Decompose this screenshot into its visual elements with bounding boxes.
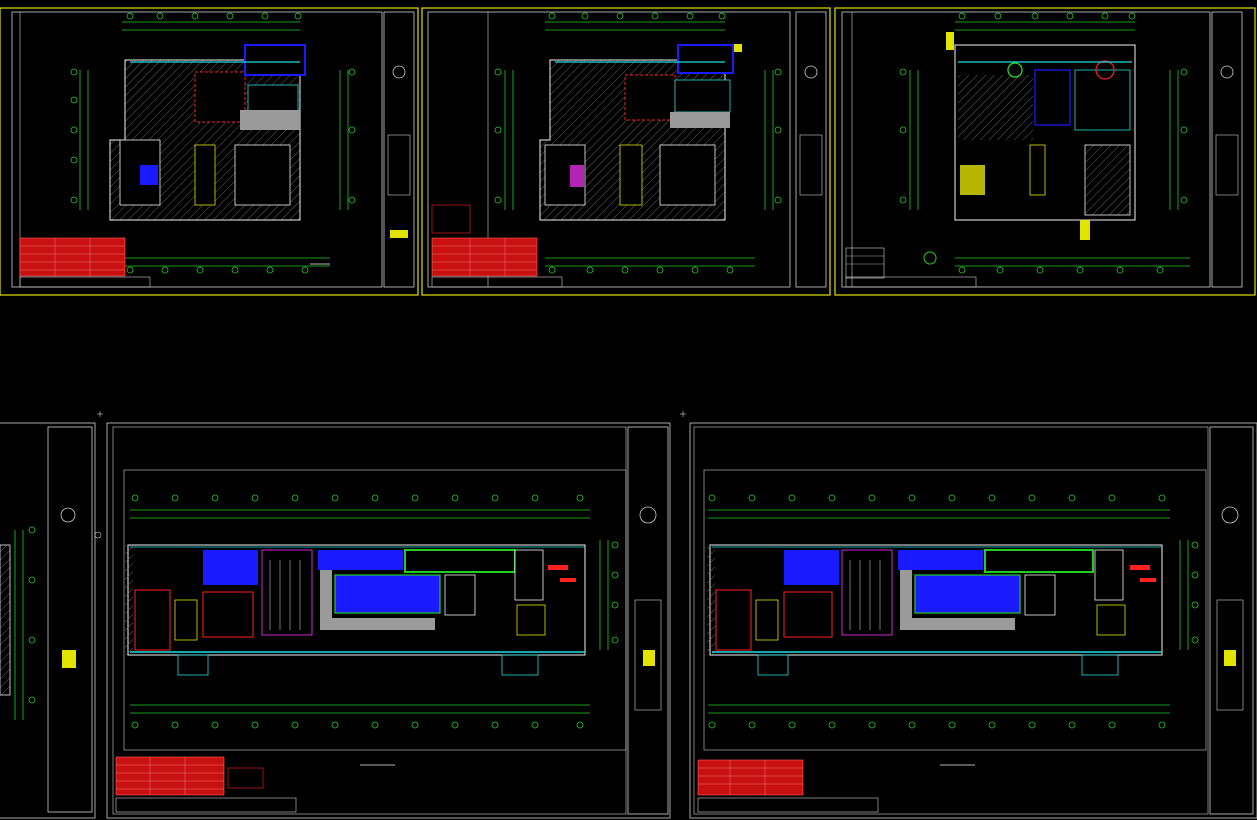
sheet-4-legend-table [115,756,264,796]
sheet-4-dimension-grid [130,494,619,729]
cursor-marks [97,411,686,417]
sheet-1-legend-table [19,237,126,277]
sheet-5-dimension-grid [708,494,1199,729]
sheet-2-border [421,7,831,296]
sheet-2-title-block [795,11,827,288]
sheet-1-title-block [383,11,415,288]
sheet-4-floor-plan [125,544,586,676]
sheet-1-floor-plan [109,44,306,221]
sheet-4[interactable] [94,422,671,819]
sheet-2-logo-icon [804,65,818,79]
sheet-4-border [106,422,671,819]
sheet-3-legend-table [845,247,885,279]
sheet-2[interactable] [421,7,831,296]
sheet-partial-left[interactable] [0,422,96,819]
sheet-1-border [0,7,419,296]
sheet-2-floor-plan [539,44,742,221]
sheet-5-border [689,422,1257,819]
sheet-4-logo-icon [639,506,657,524]
sheet-1-inner-frame [11,11,383,288]
sheet-4-title-block [627,426,669,815]
sheet-1-dimension-top [122,12,302,31]
sheet-5-logo-icon [1221,506,1239,524]
sheet-3-logo-icon [1220,65,1234,79]
sheet-5-legend-table [697,759,804,796]
sheet-5-title-block [1209,426,1254,815]
sheet-2-legend-table [431,204,538,277]
sheet-3[interactable] [834,7,1256,296]
sheet-3-title-block [1211,11,1243,288]
sheet-3-floor-plan [946,32,1136,240]
sheet-3-north-arrow-icon [923,251,937,265]
sheet-1[interactable] [0,7,419,296]
sheet-1-logo-icon [392,65,406,79]
sheet-3-border [834,7,1256,296]
sheet-5-floor-plan [707,544,1163,676]
sheet-5[interactable] [689,422,1257,819]
